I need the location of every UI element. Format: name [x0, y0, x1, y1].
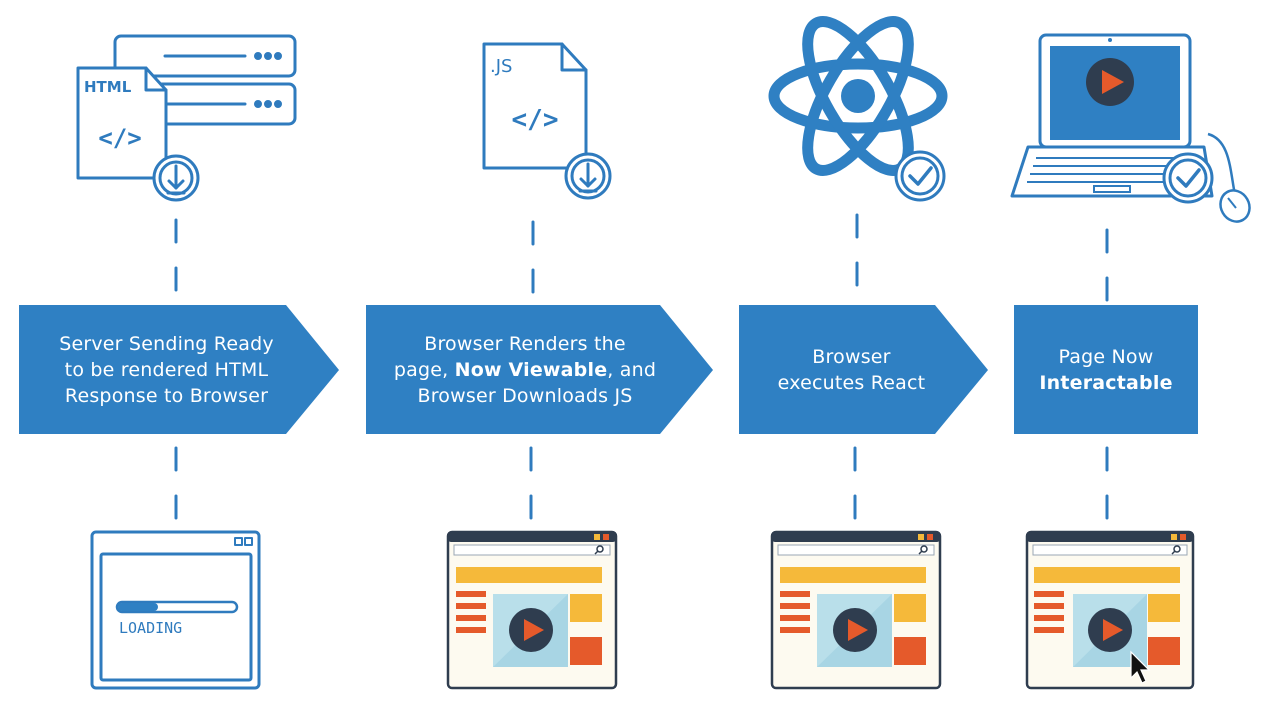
dashed-connectors — [174, 213, 1109, 530]
step-4-line-1: Page Now — [1058, 345, 1154, 368]
step-2-line-2-a: page, — [393, 358, 455, 381]
laptop-check-icon — [1010, 33, 1251, 223]
step-4-box — [1014, 305, 1198, 434]
rendered-page-icon — [770, 530, 942, 690]
atom-nucleus-icon — [841, 79, 875, 113]
loading-progress-bar — [115, 600, 239, 614]
step-2-line-3: Browser Downloads JS — [417, 384, 633, 407]
step-3-arrow — [739, 305, 988, 434]
step-2-text: Browser Renders the page, Now Viewable, … — [366, 305, 684, 434]
step-4-bold: Interactable — [1039, 371, 1173, 394]
js-file-label: .JS — [490, 56, 512, 77]
js-file-icon — [482, 42, 588, 170]
step-2-bold: Now Viewable — [454, 358, 608, 381]
step-3-line-2: executes React — [777, 371, 926, 394]
rendered-page-icon — [446, 530, 618, 690]
html-code-glyph: </> — [98, 124, 141, 152]
js-file-download-icon — [482, 42, 612, 200]
html-file-label: HTML — [84, 78, 132, 96]
step-2-arrow — [366, 305, 713, 434]
mouse-cursor-icon — [1130, 650, 1151, 684]
step-2-line-2: page, Now Viewable, and — [394, 357, 656, 383]
step-3-line-1: Browser — [812, 345, 891, 368]
step-banners — [19, 305, 1198, 434]
loading-progress-fill — [118, 603, 158, 611]
html-file-download-icon — [76, 34, 297, 202]
step-1-arrow — [19, 305, 339, 434]
step-3-text: Browser executes React — [739, 305, 964, 434]
react-atom-check-icon — [768, 16, 948, 202]
step-2-line-2-c: , and — [607, 358, 657, 381]
laptop-keyboard — [1010, 145, 1214, 198]
step-4-text: Page Now Interactable — [1014, 305, 1198, 434]
html-file-icon — [76, 66, 168, 180]
step-1-line-3: Response to Browser — [64, 384, 269, 407]
interactive-page-cursor-icon — [1025, 530, 1195, 690]
step-1-line-2: to be rendered HTML — [64, 358, 269, 381]
loading-browser-window-icon — [90, 530, 261, 690]
step-2-line-1: Browser Renders the — [424, 332, 626, 355]
js-code-glyph: </> — [512, 105, 559, 135]
step-1-text: Server Sending Ready to be rendered HTML… — [19, 305, 314, 434]
loading-text: LOADING — [119, 619, 182, 637]
server-rack-1 — [113, 34, 297, 78]
step-1-line-1: Server Sending Ready — [59, 332, 274, 355]
